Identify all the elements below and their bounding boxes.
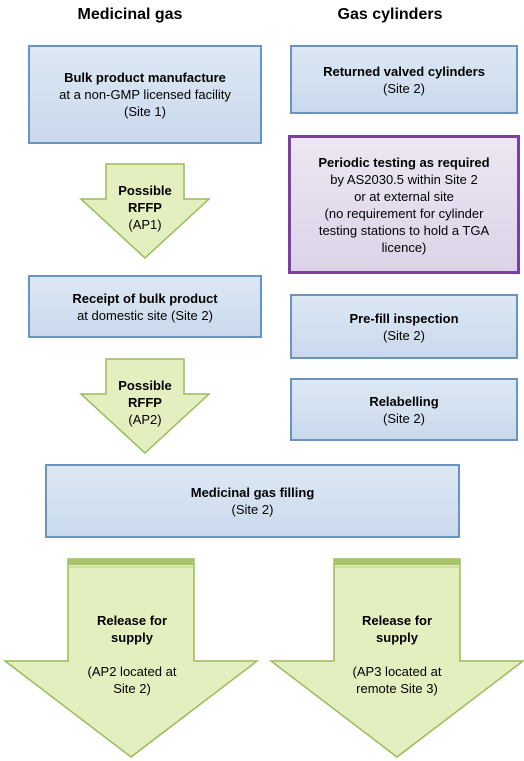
release-right-title: supply — [376, 630, 418, 645]
periodic-line: or at external site — [354, 188, 454, 204]
release-left-label: Release for supply (AP2 located at Site … — [69, 612, 195, 697]
heading-medicinal-gas: Medicinal gas — [77, 6, 183, 23]
heading-gas-cylinders: Gas cylinders — [337, 6, 443, 23]
relabelling-line: (Site 2) — [383, 410, 425, 426]
periodic-title: Periodic testing as required — [318, 154, 490, 170]
returned-line: (Site 2) — [383, 80, 425, 96]
receipt-title: Receipt of bulk product — [72, 290, 218, 306]
periodic-testing-box: Periodic testing as required by AS2030.5… — [288, 135, 520, 274]
bulk-manufacture-title: Bulk product manufacture — [64, 70, 226, 85]
rffp-ap1-note: (AP1) — [128, 217, 162, 232]
relabelling-box: Relabelling (Site 2) — [290, 378, 518, 441]
returned-valved-cylinders-box: Returned valved cylinders (Site 2) — [290, 45, 518, 114]
receipt-bulk-product-box: Receipt of bulk product at domestic site… — [28, 275, 262, 338]
rffp-ap1-label: Possible RFFP (AP1) — [80, 182, 210, 233]
relabelling-title: Relabelling — [369, 393, 439, 409]
medicinal-gas-filling-box: Medicinal gas filling (Site 2) — [45, 464, 460, 538]
rffp-ap1-title: Possible — [118, 183, 172, 198]
release-right-note: (AP3 located at — [352, 664, 442, 679]
release-right-title: Release for — [361, 613, 433, 628]
returned-title: Returned valved cylinders — [323, 63, 485, 79]
release-left-note: Site 2) — [113, 681, 151, 696]
release-for-supply-right-arrow — [268, 558, 524, 758]
rffp-ap2-arrow — [79, 358, 211, 455]
rffp-ap2-title: RFFP — [128, 395, 162, 410]
rffp-ap1-arrow — [79, 163, 211, 260]
bulk-product-manufacture-box: Bulk product manufacture at a non-GMP li… — [28, 45, 262, 144]
release-for-supply-left-arrow — [2, 558, 260, 758]
pre-fill-inspection-box: Pre-fill inspection (Site 2) — [290, 294, 518, 359]
rffp-ap1-title: RFFP — [128, 200, 162, 215]
filling-title: Medicinal gas filling — [190, 485, 315, 500]
release-left-title: supply — [111, 630, 153, 645]
release-left-title: Release for — [96, 613, 168, 628]
prefill-line: (Site 2) — [383, 327, 425, 343]
periodic-line: (no requirement for cylinder — [324, 205, 484, 221]
periodic-line: licence) — [381, 239, 427, 255]
bulk-manufacture-line: (Site 1) — [124, 104, 166, 119]
release-right-label: Release for supply (AP3 located at remot… — [334, 612, 460, 697]
periodic-line: testing stations to hold a TGA — [318, 222, 490, 238]
bulk-manufacture-line: at a non-GMP licensed facility — [59, 87, 231, 102]
receipt-line: at domestic site (Site 2) — [77, 307, 213, 323]
rffp-ap2-note: (AP2) — [128, 412, 162, 427]
filling-line: (Site 2) — [231, 502, 274, 517]
periodic-line: by AS2030.5 within Site 2 — [330, 171, 478, 187]
rffp-ap2-label: Possible RFFP (AP2) — [80, 377, 210, 428]
release-left-note: (AP2 located at — [87, 664, 177, 679]
release-right-note: remote Site 3) — [356, 681, 438, 696]
prefill-title: Pre-fill inspection — [349, 310, 459, 326]
rffp-ap2-title: Possible — [118, 378, 172, 393]
